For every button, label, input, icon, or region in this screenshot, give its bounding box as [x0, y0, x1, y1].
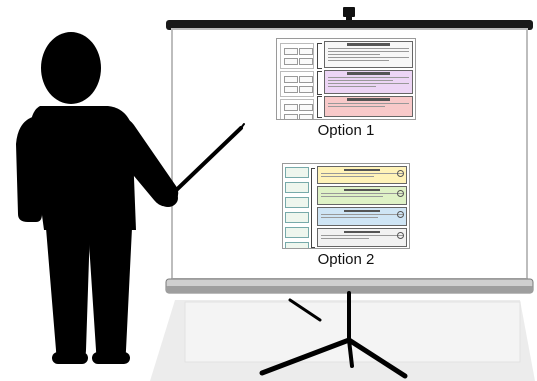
- person-silhouette-icon: [16, 32, 179, 364]
- screen-reflection: [184, 301, 521, 363]
- option2-caption: Option 2: [317, 251, 375, 268]
- option1-tier-box: [324, 70, 413, 94]
- option1-slide-thumbnail[interactable]: [276, 38, 416, 120]
- option1-brace: [317, 43, 322, 69]
- option2-tier-box: [317, 186, 407, 205]
- option1-caption: Option 1: [317, 122, 375, 139]
- option1-brace: [317, 71, 322, 95]
- option1-left-diagram: [280, 43, 314, 119]
- option2-tier-box: [317, 228, 407, 247]
- option2-tier-box: [317, 166, 407, 184]
- tripod-stand-icon: [259, 291, 408, 379]
- option2-tier-box: [317, 207, 407, 226]
- option2-brace: [311, 168, 315, 248]
- option2-left-diagram: [285, 167, 309, 248]
- pointer-stick-icon: [166, 123, 245, 200]
- option2-slide-thumbnail[interactable]: [282, 163, 410, 249]
- option1-tier-box: [324, 41, 413, 68]
- option1-brace: [317, 96, 322, 118]
- option1-tier-box: [324, 96, 413, 117]
